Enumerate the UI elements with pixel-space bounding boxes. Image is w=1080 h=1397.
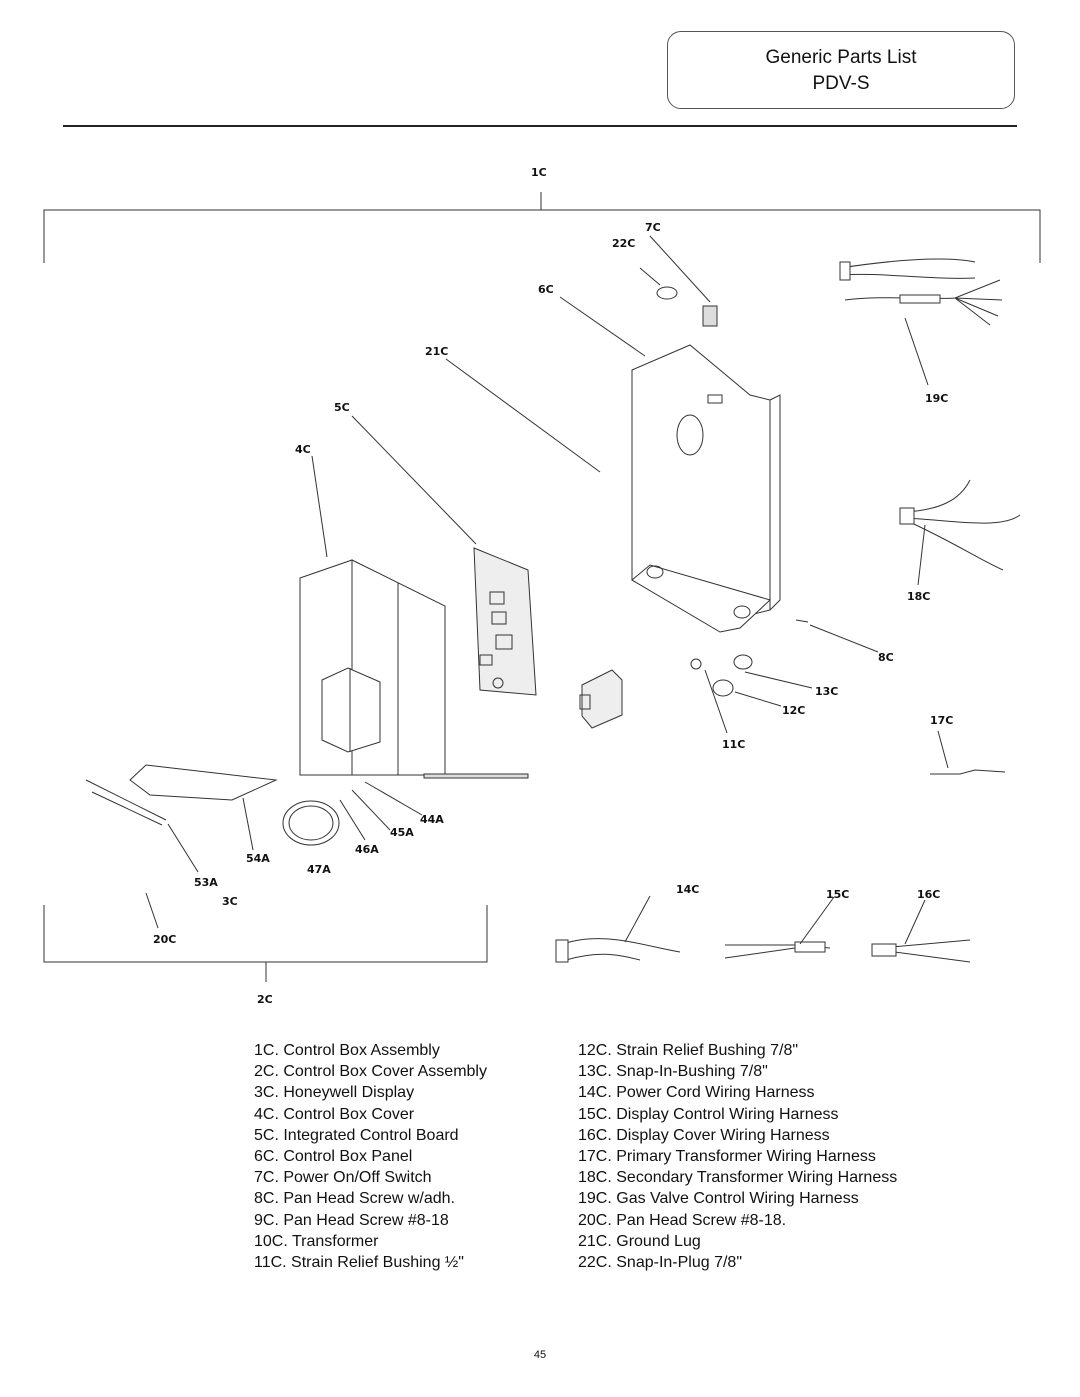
callout-12c: 12C — [782, 704, 805, 717]
title-line-2: PDV-S — [812, 73, 870, 94]
callout-17c: 17C — [930, 714, 953, 727]
legend-item: 12C. Strain Relief Bushing 7/8" — [578, 1042, 799, 1059]
legend-item: 3C. Honeywell Display — [254, 1084, 415, 1102]
legend-item: 21C. Ground Lug — [578, 1232, 701, 1250]
callout-15c: 15C — [826, 888, 849, 901]
legend-item: 17C. Primary Transformer Wiring Harness — [578, 1148, 876, 1166]
legend-item: 19C. Gas Valve Control Wiring Harness — [578, 1190, 859, 1208]
callout-47a: 47A — [307, 863, 331, 876]
parts-legend-left: 1C. Control Box Assembly 2C. Control Box… — [254, 1040, 487, 1273]
header-rule — [63, 125, 1017, 127]
legend-item: 22C. Snap-In-Plug 7/8" — [578, 1254, 742, 1272]
title-box: Generic Parts List PDV-S — [667, 31, 1015, 109]
callout-14c: 14C — [676, 883, 699, 896]
legend-item: 1C. Control Box Assembly — [254, 1042, 440, 1059]
legend-item: 20C. Pan Head Screw #8-18. — [578, 1211, 787, 1229]
callout-46a: 46A — [355, 843, 379, 856]
callout-5c: 5C — [334, 401, 350, 414]
legend-item: 8C. Pan Head Screw w/adh. — [254, 1190, 455, 1208]
legend-item: 7C. Power On/Off Switch — [254, 1169, 432, 1187]
callout-2c: 2C — [257, 993, 273, 1006]
legend-item: 13C. Snap-In-Bushing 7/8" — [578, 1063, 768, 1081]
legend-item: 16C. Display Cover Wiring Harness — [578, 1126, 830, 1144]
callout-8c: 8C — [878, 651, 894, 664]
callout-21c: 21C — [425, 345, 448, 358]
callout-3c: 3C — [222, 895, 238, 908]
callout-11c: 11C — [722, 738, 745, 751]
legend-item: 14C. Power Cord Wiring Harness — [578, 1084, 815, 1102]
callout-6c: 6C — [538, 283, 554, 296]
title-line-1: Generic Parts List — [765, 47, 917, 68]
legend-item: 18C. Secondary Transformer Wiring Harnes… — [578, 1169, 898, 1187]
callout-22c: 22C — [612, 237, 635, 250]
callout-7c: 7C — [645, 221, 661, 234]
callout-20c: 20C — [153, 933, 176, 946]
callout-44a: 44A — [420, 813, 444, 826]
parts-legend-right: 12C. Strain Relief Bushing 7/8" 13C. Sna… — [578, 1040, 897, 1273]
legend-item: 6C. Control Box Panel — [254, 1148, 413, 1166]
callout-45a: 45A — [390, 826, 414, 839]
callout-19c: 19C — [925, 392, 948, 405]
callout-4c: 4C — [295, 443, 311, 456]
legend-item: 5C. Integrated Control Board — [254, 1126, 459, 1144]
legend-item: 15C. Display Control Wiring Harness — [578, 1105, 839, 1123]
callout-13c: 13C — [815, 685, 838, 698]
legend-item: 2C. Control Box Cover Assembly — [254, 1063, 487, 1081]
legend-item: 10C. Transformer — [254, 1232, 379, 1250]
callout-18c: 18C — [907, 590, 930, 603]
page-number: 45 — [533, 1349, 547, 1361]
legend-item: 4C. Control Box Cover — [254, 1105, 415, 1123]
callout-53a: 53A — [194, 876, 218, 889]
legend-item: 11C. Strain Relief Bushing ½" — [254, 1254, 464, 1272]
callout-1c: 1C — [531, 166, 547, 179]
callout-54a: 54A — [246, 852, 270, 865]
callout-16c: 16C — [917, 888, 940, 901]
exploded-parts-diagram: 1C 2C 3C 4C 5C 6C 7C 8C 11C 12C 13C 14C … — [43, 166, 1041, 1006]
legend-item: 9C. Pan Head Screw #8-18 — [254, 1211, 449, 1229]
